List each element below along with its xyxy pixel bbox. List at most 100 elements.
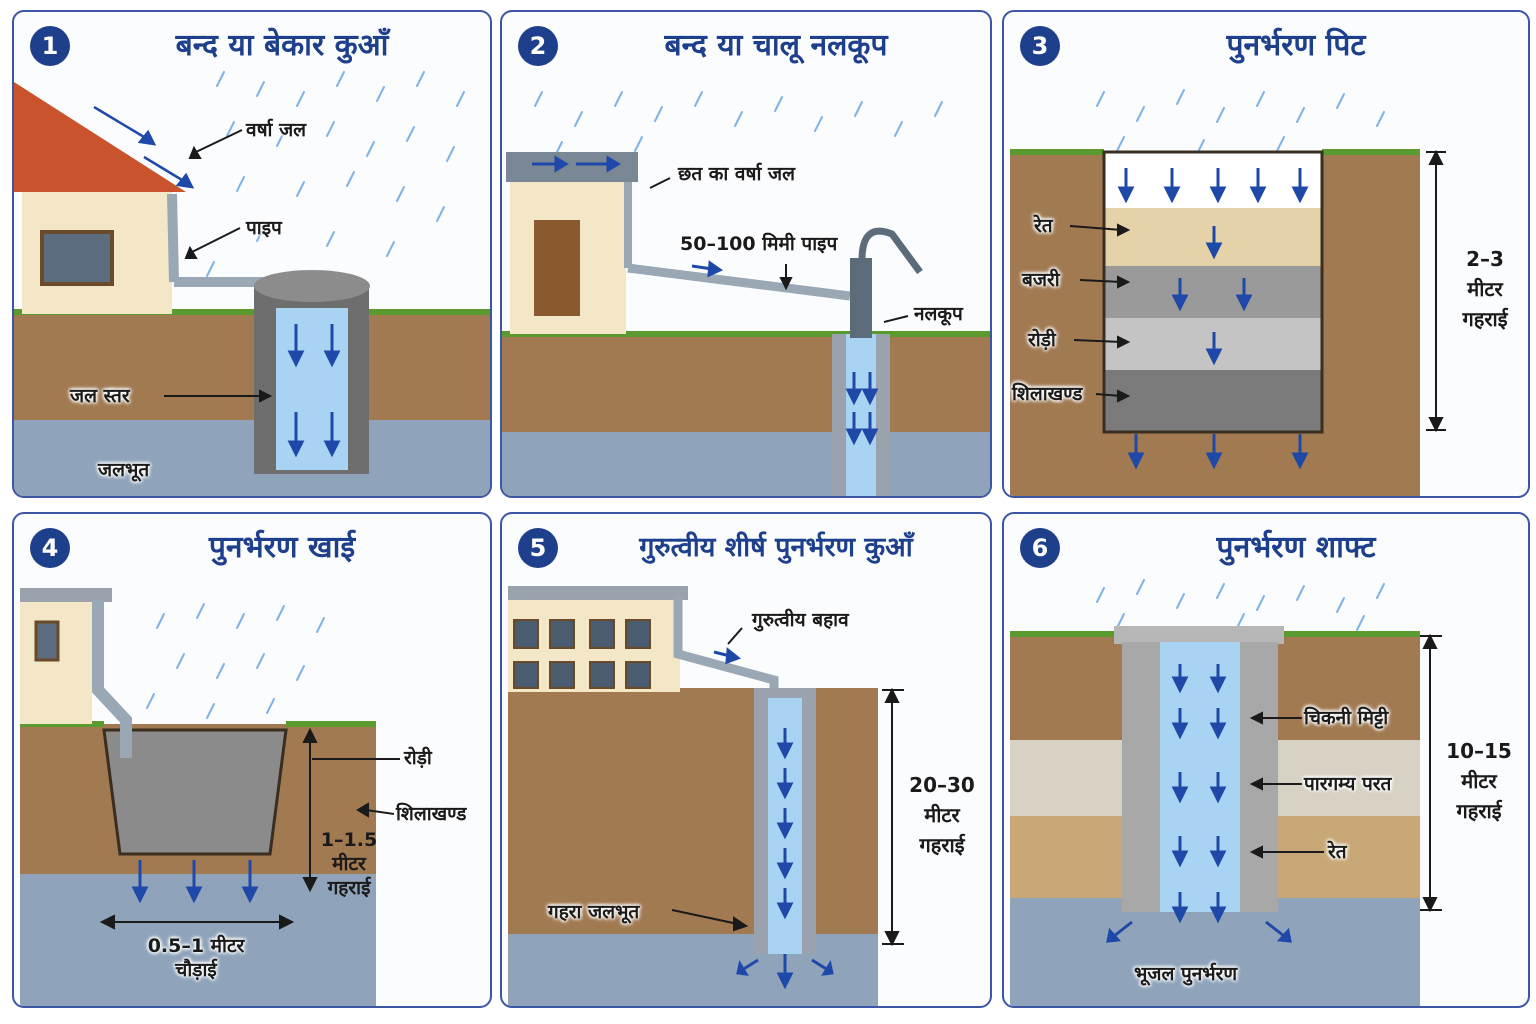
leader-lines — [1069, 223, 1131, 403]
depth-word: गहराई — [919, 833, 965, 857]
outflow-arrows — [131, 860, 259, 904]
leader-lines — [649, 177, 909, 323]
label-width: 0.5–1 मीटर चौड़ाई — [110, 934, 282, 982]
depth-unit: मीटर — [924, 803, 960, 827]
panel-4-recharge-trench: 4 पुनर्भरण खाई रोड़ी शिलाखण्ड 1–1.5 मीटर… — [12, 512, 492, 1008]
well-flow-arrows — [287, 324, 341, 458]
panel-1-illustration — [14, 71, 490, 496]
label-gravity-flow: गुरुत्वीय बहाव — [752, 609, 849, 631]
depth-dimension-line — [882, 687, 904, 947]
label-tubewell: नलकूप — [914, 303, 963, 325]
handpump-handle — [858, 227, 923, 275]
house-door — [534, 220, 580, 316]
label-boulders: शिलाखण्ड — [396, 803, 467, 825]
leader-lines — [164, 129, 273, 403]
depth-range: 20–30 — [909, 773, 975, 797]
panel-title: बन्द या बेकार कुआँ — [175, 28, 389, 63]
depth-word: गहराई — [327, 877, 371, 899]
depth-range: 2–3 — [1466, 247, 1504, 271]
rain-drops — [206, 71, 465, 277]
panel-title: गुरुत्वीय शीर्ष पुनर्भरण कुआँ — [639, 532, 913, 563]
inlet-pipe — [627, 263, 851, 301]
building-windows — [513, 619, 651, 689]
flow-arrows — [713, 647, 834, 990]
panel-number-badge: 6 — [1020, 528, 1060, 568]
house-roof — [506, 152, 638, 182]
panel-2-illustration — [502, 91, 990, 496]
label-pipe: पाइप — [246, 217, 282, 239]
flow-arrows — [1106, 664, 1292, 943]
house-roof — [14, 82, 186, 192]
label-rainwater: वर्षा जल — [246, 119, 307, 141]
label-aquifer: जलभूत — [98, 459, 150, 481]
leader-lines — [1249, 711, 1324, 859]
shaft-cap — [1114, 626, 1284, 644]
rain-drops — [1096, 579, 1385, 631]
depth-dimension-line — [1426, 149, 1446, 433]
panel-5-illustration — [508, 586, 904, 1006]
trench-boulders — [102, 728, 288, 856]
downpipe — [92, 600, 132, 758]
downpipe — [167, 193, 179, 283]
panel-3-illustration — [1010, 89, 1446, 496]
label-groundwater-recharge: भूजल पुनर्भरण — [1134, 963, 1238, 985]
panel-number-badge: 1 — [30, 26, 70, 66]
handpump-body — [850, 258, 872, 338]
panel-3-recharge-pit: 3 पुनर्भरण पिट रेत बजरी रोड़ी शिलाखण्ड 2… — [1002, 10, 1530, 498]
label-depth: 10–15 मीटर गहराई — [1436, 736, 1522, 826]
panel-number-badge: 3 — [1020, 26, 1060, 66]
gravel-layer — [1104, 266, 1322, 318]
house-window — [34, 620, 60, 662]
depth-word: गहराई — [1462, 307, 1508, 331]
depth-unit: मीटर — [332, 853, 366, 875]
boulder-layer — [1104, 370, 1322, 432]
width-word: चौड़ाई — [175, 959, 217, 981]
panel-6-illustration — [1010, 579, 1442, 1006]
panel-title: पुनर्भरण खाई — [208, 530, 356, 565]
label-gravel: बजरी — [1022, 269, 1060, 291]
panel-title: बन्द या चालू नलकूप — [664, 28, 888, 63]
dimension-lines — [99, 727, 400, 930]
label-depth: 2–3 मीटर गहराई — [1442, 244, 1528, 334]
label-water-level: जल स्तर — [70, 385, 130, 407]
flow-arrows — [532, 155, 879, 446]
shaft-wall-left — [1122, 642, 1160, 912]
panel-1-closed-well: 1 बन्द या बेकार कुआँ वर्षा जल पाइप जल स्… — [12, 10, 492, 498]
depth-word: गहराई — [1456, 799, 1502, 823]
pit-opening — [1104, 152, 1322, 208]
pit-outline — [1102, 150, 1324, 434]
aquifer-layer — [508, 934, 878, 1006]
building-roof — [508, 586, 688, 600]
label-pebbles: रोड़ी — [404, 747, 432, 769]
panel-6-recharge-shaft: 6 पुनर्भरण शाफ्ट चिकनी मिट्टी पारगम्य पर… — [1002, 512, 1530, 1008]
aquifer-layer — [502, 432, 990, 496]
depth-dimension-line — [1420, 633, 1442, 913]
depth-range: 1–1.5 — [320, 829, 378, 851]
rain-drops — [534, 91, 943, 157]
width-range: 0.5–1 मीटर — [147, 935, 245, 957]
aquifer-layer — [14, 420, 490, 496]
label-sand: रेत — [1328, 841, 1347, 863]
panel-number-badge: 4 — [30, 528, 70, 568]
rain-drops — [1096, 89, 1385, 155]
depth-unit: मीटर — [1467, 277, 1503, 301]
panel-number-badge: 5 — [518, 528, 558, 568]
inflow-arrows — [1117, 168, 1309, 470]
house-window — [40, 230, 114, 286]
label-sand: रेत — [1034, 215, 1053, 237]
label-clay: चिकनी मिट्टी — [1304, 707, 1389, 729]
shaft-water — [1160, 642, 1240, 912]
aquifer-layer — [20, 874, 376, 1006]
house-wall — [20, 600, 92, 724]
shaft-wall-right — [1240, 642, 1278, 912]
depth-range: 10–15 — [1446, 739, 1512, 763]
rain-drops — [146, 603, 325, 719]
label-roof-rainwater: छत का वर्षा जल — [678, 163, 795, 185]
label-depth: 20–30 मीटर गहराई — [898, 770, 986, 860]
panel-title: पुनर्भरण पिट — [1226, 28, 1366, 63]
depth-unit: मीटर — [1461, 769, 1497, 793]
panel-4-illustration — [20, 588, 400, 1006]
panel-number-badge: 2 — [518, 26, 558, 66]
label-depth: 1–1.5 मीटर गहराई — [312, 828, 386, 900]
